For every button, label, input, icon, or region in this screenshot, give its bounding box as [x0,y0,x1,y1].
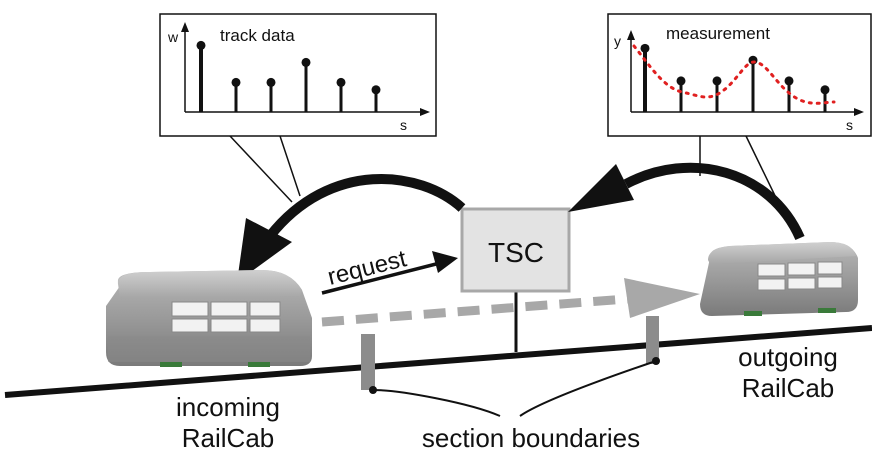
section-boundaries-label: section boundaries [422,423,640,453]
right-stem-marker-2 [676,76,686,86]
section-boundary-post-left [361,334,375,390]
section-boundary-post-right [646,316,659,364]
feedback-arrow-left-curve [266,174,466,240]
right-x-axis-arrow [854,108,864,116]
boundary-pointer-line-left [372,389,501,417]
tsc-label: TSC [488,237,544,268]
right-x-axis-label: s [846,117,853,133]
right-stem-marker-6 [820,85,830,95]
left-y-axis-arrow [181,22,189,32]
feedback-arrow-right-curve [623,162,805,241]
right-stem-marker-5 [784,76,794,86]
tsc-box [460,207,571,293]
right-stem-marker-1 [640,43,650,53]
right-plot-title: measurement [666,24,770,43]
right-y-axis-arrow [627,30,635,40]
right-stem-marker-3 [712,76,722,86]
measurement-plot-frame [607,13,872,137]
request-arrow-line [321,261,441,295]
right-callout-line-b [745,135,781,207]
incoming-railcab [106,270,312,367]
left-x-axis-arrow [420,108,430,116]
right-y-axis-label: y [614,33,621,49]
boundary-pointer-line-right [519,360,657,417]
left-stem-group [196,40,381,112]
left-x-axis-label: s [400,117,407,133]
feedback-arrow-left-head [237,218,292,282]
left-stem-marker-1 [196,40,206,50]
travel-direction-dashed-line [321,293,641,327]
track-data-plot-frame [159,13,437,137]
outgoing-label-line1: outgoing [738,342,838,372]
travel-direction-arrowhead [624,278,700,318]
outgoing-railcab [700,242,858,316]
left-stem-marker-2 [231,77,241,87]
left-stem-marker-4 [301,57,311,67]
measurement-plot: y s measurement [607,13,872,207]
left-y-axis-label: w [167,29,179,45]
incoming-label-line2: RailCab [182,423,275,453]
track-rail [4,325,872,398]
incoming-label-line1: incoming [176,392,280,422]
outgoing-label-line2: RailCab [742,373,835,403]
feedback-arrow-right-head [568,164,634,212]
left-stem-marker-5 [336,77,346,87]
left-callout-line-a [229,135,293,203]
request-label: request [325,245,410,291]
left-stem-marker-3 [266,77,276,87]
measurement-dotted-curve [632,44,836,105]
request-arrowhead [432,251,458,273]
track-data-plot: w s track data [159,13,437,203]
left-plot-title: track data [220,26,295,45]
left-stem-marker-6 [371,85,381,95]
left-callout-line-b [279,135,301,197]
